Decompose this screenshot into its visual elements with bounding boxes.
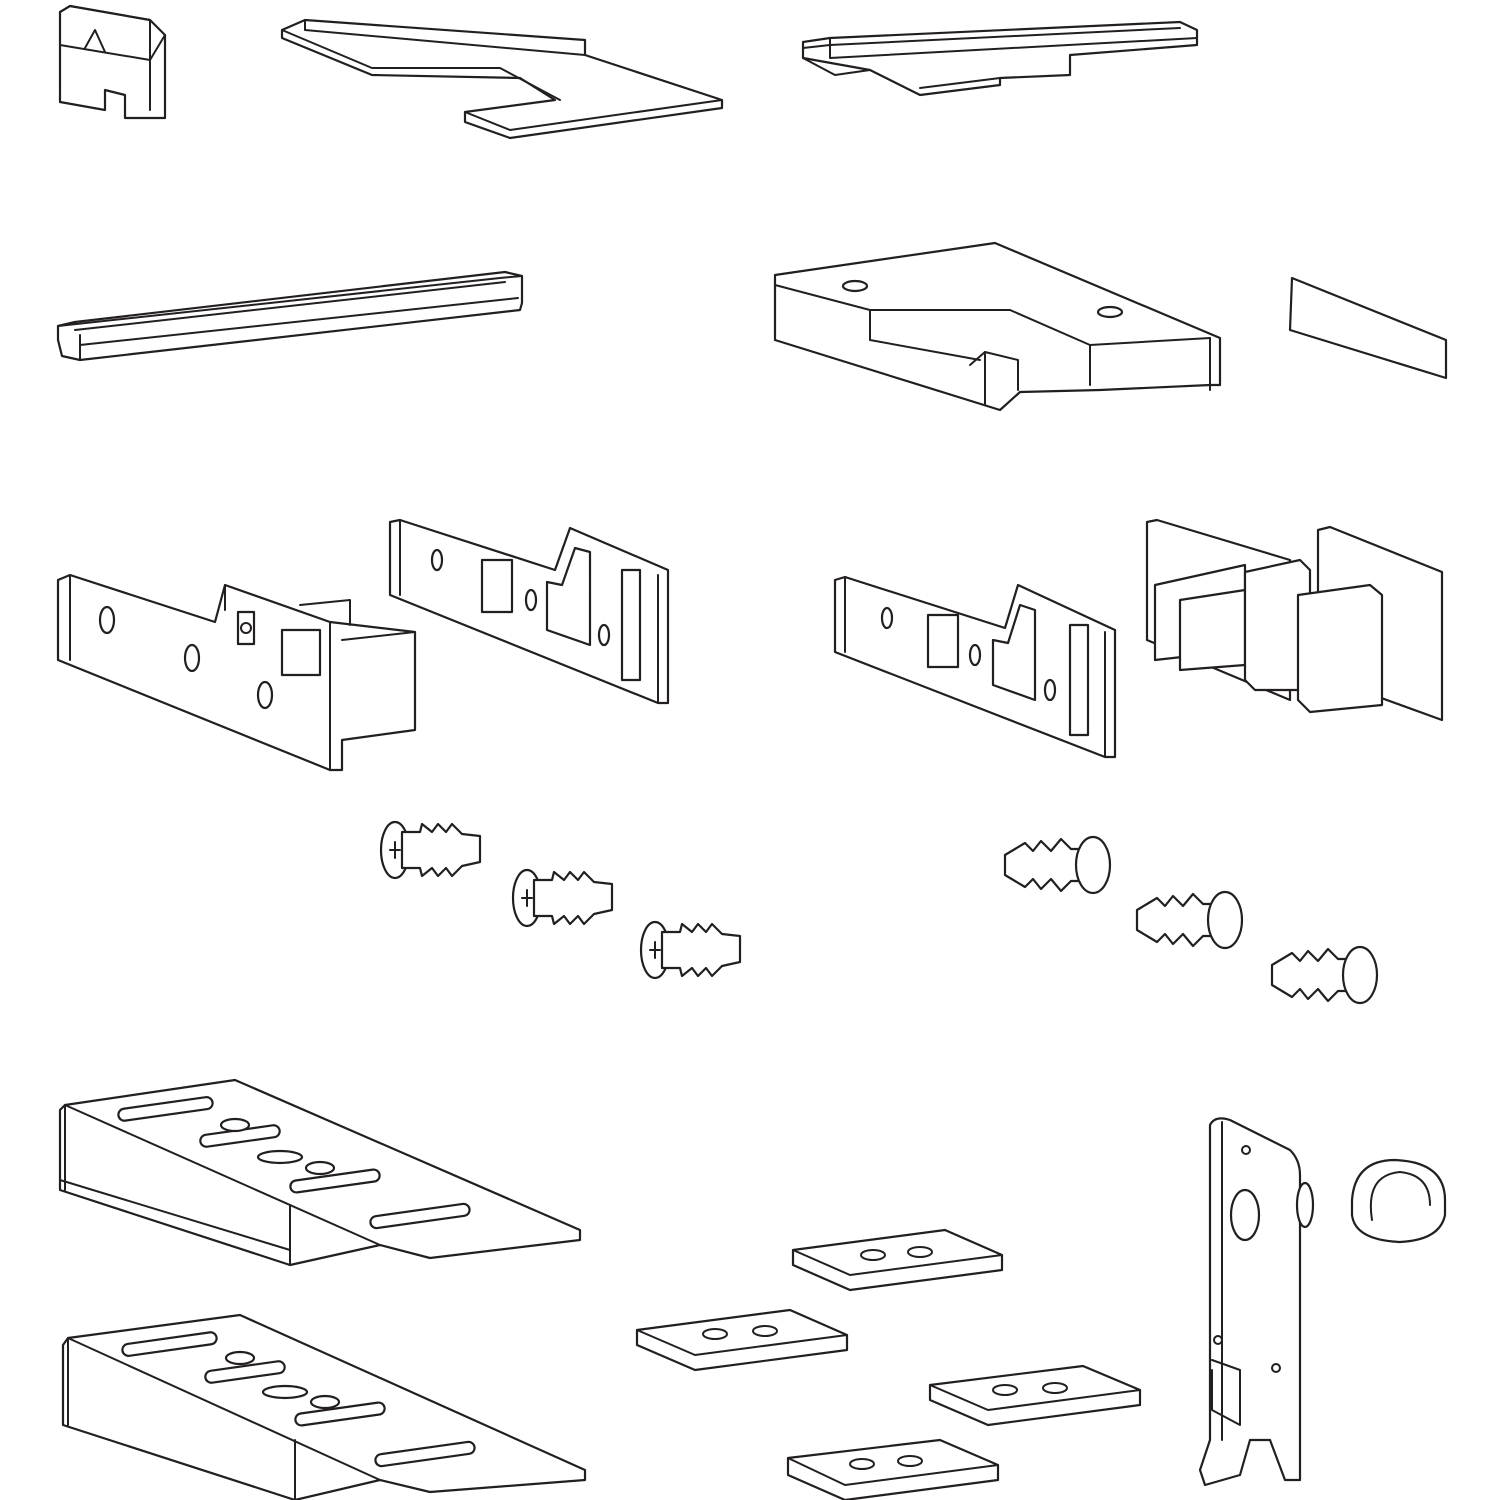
notched-plate-part <box>280 18 724 140</box>
pad-part <box>928 1364 1142 1427</box>
stepped-rail-part <box>801 20 1199 97</box>
end-block-part <box>58 4 167 120</box>
wedge-bracket-part <box>58 1078 582 1267</box>
pad-part <box>791 1228 1004 1292</box>
pad-part <box>635 1308 849 1372</box>
wedge-bracket-part <box>61 1313 587 1500</box>
mounting-plate-part <box>388 518 670 705</box>
long-rail-part <box>56 270 524 362</box>
double-bracket-part <box>1145 518 1444 722</box>
left-bracket-part <box>56 573 417 772</box>
shim-part <box>1288 276 1448 380</box>
mounting-plate-part <box>833 575 1117 759</box>
screws-right <box>1003 835 1379 1005</box>
bumper-part <box>1350 1158 1447 1244</box>
pivot-block-part <box>773 241 1222 412</box>
latch-clip-part <box>1198 1117 1315 1487</box>
screws-left <box>379 820 742 980</box>
pad-part <box>786 1438 1000 1500</box>
